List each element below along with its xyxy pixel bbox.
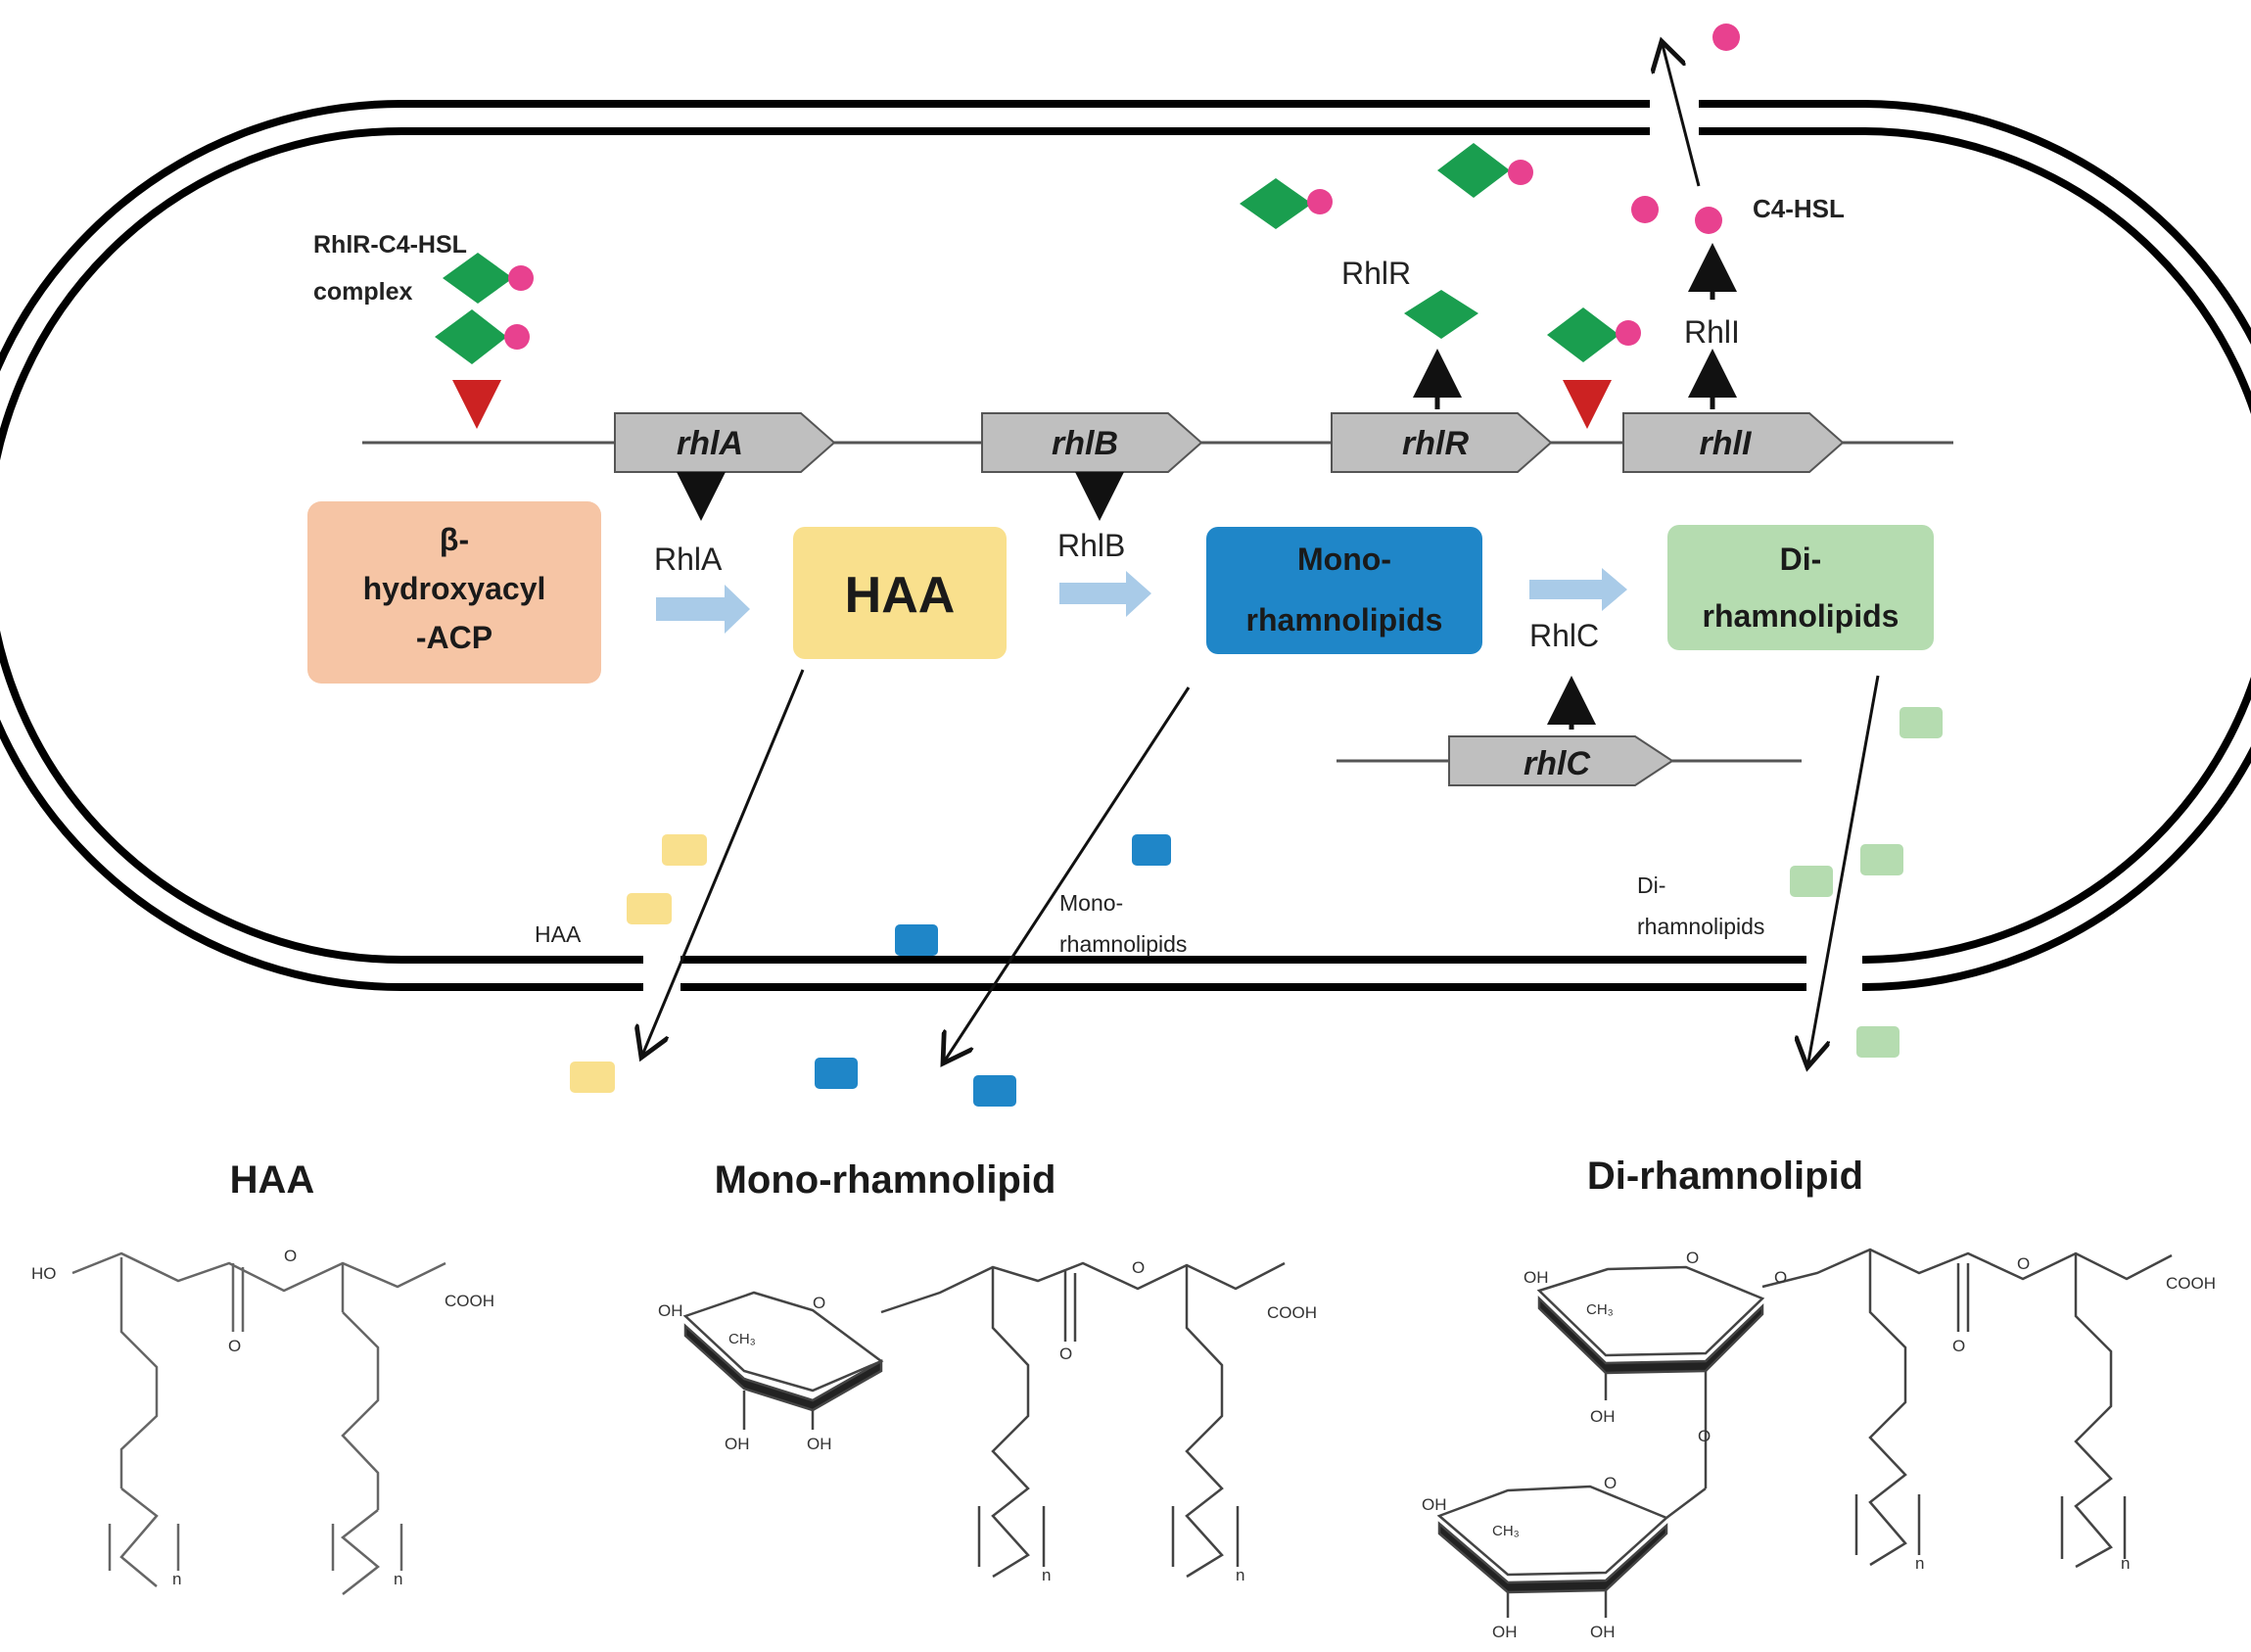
svg-text:O: O [1774,1268,1787,1287]
rhlr-c4hsl-complex-3 [1240,178,1333,229]
rhlr-protein-diamond [1404,290,1478,339]
box-hydroxyacyl-acp: β- hydroxyacyl -ACP [307,501,601,684]
gene-rhli-label: rhlI [1700,425,1753,462]
svg-text:Di-: Di- [1780,542,1822,577]
box-haa: HAA [793,527,1007,659]
haa-structure-title: HAA [230,1158,315,1202]
rhlb-protein-label: RhlB [1057,528,1125,563]
svg-text:hydroxyacyl: hydroxyacyl [363,571,546,606]
svg-text:n: n [394,1570,402,1588]
flux-arrows [656,568,1627,634]
svg-text:n: n [1915,1554,1924,1573]
gene-rhlc: rhlC [1448,735,1674,786]
svg-text:n: n [1042,1566,1051,1584]
gene-rhla-label: rhlA [677,425,743,462]
c4hsl-label: C4-HSL [1753,194,1845,223]
svg-text:n: n [2121,1554,2130,1573]
svg-text:O: O [1604,1474,1617,1492]
svg-text:rhamnolipids: rhamnolipids [1246,602,1443,637]
gene-rhla: rhlA [614,412,836,473]
svg-text:COOH: COOH [445,1292,494,1310]
rhlr-c4hsl-complex-5 [1547,307,1641,362]
svg-text:β-: β- [440,522,469,557]
c4hsl-export-arrow [1662,41,1701,187]
haa-structure [71,1251,446,1595]
mono-structure-title: Mono-rhamnolipid [715,1158,1056,1202]
rhli-protein-label: RhlI [1684,314,1740,350]
secreted-di-label-2: rhamnolipids [1637,914,1764,939]
c4hsl-molecule-1 [1631,196,1659,223]
secreted-mono-label-2: rhamnolipids [1059,931,1187,957]
svg-text:O: O [1952,1337,1965,1355]
secreted-di-label-1: Di- [1637,873,1665,898]
svg-text:O: O [1132,1258,1145,1277]
svg-text:HO: HO [31,1264,57,1283]
secreted-haa-particles [570,834,707,1093]
svg-text:OH: OH [1590,1407,1616,1426]
activation-arrows [452,380,1612,429]
secreted-di-particles [1790,707,1943,1058]
c4hsl-molecule-2 [1695,207,1722,234]
di-structure [1436,1248,2173,1618]
gene-rhlb: rhlB [981,412,1203,473]
svg-text:Mono-: Mono- [1297,542,1391,577]
svg-text:HAA: HAA [845,567,956,624]
gene-rhlb-label: rhlB [1052,425,1118,462]
gene-rhlc-label: rhlC [1524,745,1590,782]
svg-text:OH: OH [1422,1495,1447,1514]
svg-text:OH: OH [1590,1623,1616,1641]
svg-text:COOH: COOH [1267,1303,1317,1322]
svg-text:OH: OH [807,1435,832,1453]
svg-text:O: O [1059,1345,1072,1363]
svg-text:O: O [2017,1254,2030,1273]
svg-text:CH₃: CH₃ [728,1331,756,1347]
svg-text:O: O [228,1337,241,1355]
complex-label-2: complex [313,278,413,306]
gene-rhlr: rhlR [1331,412,1553,473]
secretion-arrows [641,669,1880,1067]
gene-rhli: rhlI [1622,412,1845,473]
rhlr-c4hsl-complex-4 [1437,143,1533,198]
secreted-mono-particles [815,834,1171,1107]
svg-text:rhamnolipids: rhamnolipids [1703,598,1899,634]
svg-text:OH: OH [1492,1623,1518,1641]
cell-membrane [0,100,2251,991]
secreted-haa-label: HAA [535,921,582,947]
svg-text:O: O [813,1294,825,1312]
svg-text:O: O [284,1247,297,1265]
rhlc-protein-label: RhlC [1529,618,1599,653]
gene-rhlr-label: rhlR [1402,425,1469,462]
mono-structure [682,1261,1286,1579]
rhlr-c4hsl-complex-1 [443,253,534,304]
svg-text:OH: OH [658,1301,683,1320]
svg-text:n: n [1236,1566,1244,1584]
c4hsl-molecule-outside [1712,24,1740,51]
svg-text:n: n [172,1570,181,1588]
svg-text:O: O [1698,1427,1711,1445]
svg-text:-ACP: -ACP [416,620,492,655]
box-mono-rhamnolipids: Mono- rhamnolipids [1206,527,1482,654]
secreted-mono-label-1: Mono- [1059,890,1123,916]
svg-text:CH₃: CH₃ [1492,1523,1520,1539]
rhlr-protein-label: RhlR [1341,256,1411,291]
svg-text:OH: OH [1524,1268,1549,1287]
svg-text:COOH: COOH [2166,1274,2216,1293]
di-structure-title: Di-rhamnolipid [1587,1155,1863,1198]
svg-text:OH: OH [725,1435,750,1453]
svg-text:O: O [1686,1249,1699,1267]
expression-arrows [677,243,1737,730]
rhla-protein-label: RhlA [654,542,723,577]
complex-label-1: RhlR-C4-HSL [313,231,467,259]
svg-text:CH₃: CH₃ [1586,1301,1614,1318]
rhlr-c4hsl-complex-2 [435,309,530,364]
box-di-rhamnolipids: Di- rhamnolipids [1667,525,1934,650]
